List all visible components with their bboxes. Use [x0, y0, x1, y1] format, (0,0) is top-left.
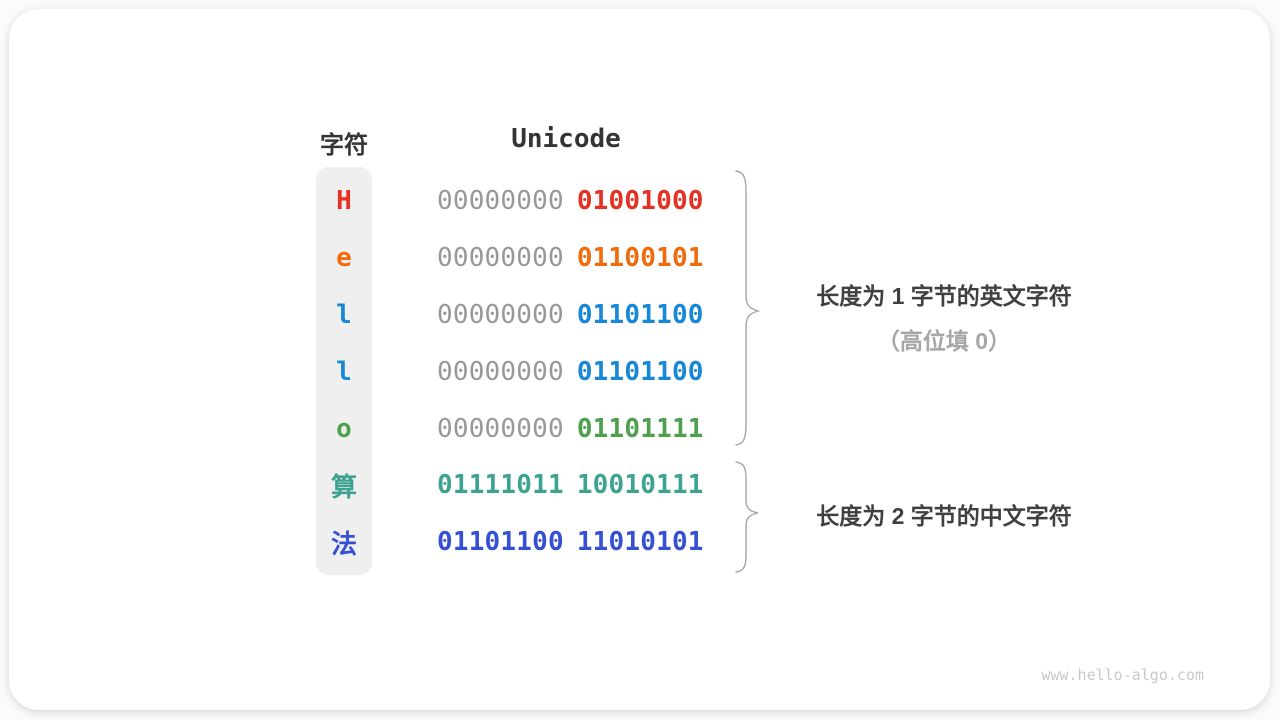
binary-bytes: 00000000 01101111 [437, 414, 704, 444]
binary-bytes: 00000000 01001000 [437, 186, 704, 216]
high-byte: 00000000 [437, 186, 564, 217]
character-cell: 算 [330, 472, 357, 503]
char-column-header: 字符 [320, 132, 368, 159]
binary-bytes: 00000000 01101100 [437, 357, 704, 387]
character-cell: H [336, 186, 352, 217]
encoding-rows: H 00000000 01001000 e 00000000 01100101 … [316, 173, 704, 571]
encoding-row: o 00000000 01101111 [316, 400, 704, 457]
annotation-english-chars: 长度为 1 字节的英文字符 （高位填 0） [779, 277, 1109, 356]
low-byte: 10010111 [576, 470, 704, 501]
low-byte: 01101100 [576, 356, 704, 387]
character-cell: l [336, 299, 352, 330]
high-byte: 01111011 [437, 470, 564, 501]
high-byte: 00000000 [437, 356, 564, 387]
low-byte: 01101100 [576, 299, 704, 330]
annotation-chinese-chars: 长度为 2 字节的中文字符 [816, 503, 1072, 529]
binary-bytes: 00000000 01101100 [437, 300, 704, 330]
watermark-url: www.hello-algo.com [1041, 666, 1204, 684]
annotation-english-line1: 长度为 1 字节的英文字符 [816, 283, 1072, 309]
character-cell: l [336, 356, 352, 387]
encoding-row: l 00000000 01101100 [316, 287, 704, 344]
char-column-background [316, 167, 372, 575]
brace-chinese-bytes [735, 461, 759, 573]
encoding-row: e 00000000 01100101 [316, 230, 704, 287]
character-cell: e [336, 243, 352, 274]
annotation-english-line2: （高位填 0） [876, 328, 1012, 354]
encoding-row: l 00000000 01101100 [316, 343, 704, 400]
encoding-row: 法 01101100 11010101 [316, 514, 704, 571]
encoding-row: 算 01111011 10010111 [316, 457, 704, 514]
binary-bytes: 00000000 01100101 [437, 243, 704, 273]
unicode-column-header: Unicode [511, 124, 621, 154]
encoding-row: H 00000000 01001000 [316, 173, 704, 230]
low-byte: 01100101 [576, 243, 704, 274]
high-byte: 00000000 [437, 299, 564, 330]
figure-card: 字符 Unicode H 00000000 01001000 e 0000000… [9, 9, 1270, 710]
brace-english-bytes [735, 170, 761, 446]
high-byte: 00000000 [437, 243, 564, 274]
binary-bytes: 01111011 10010111 [437, 470, 704, 500]
binary-bytes: 01101100 11010101 [437, 527, 704, 557]
high-byte: 00000000 [437, 413, 564, 444]
low-byte: 01001000 [576, 186, 704, 217]
character-cell: 法 [330, 529, 357, 560]
character-cell: o [336, 413, 352, 444]
low-byte: 11010101 [576, 527, 704, 558]
high-byte: 01101100 [437, 527, 564, 558]
low-byte: 01101111 [576, 413, 704, 444]
